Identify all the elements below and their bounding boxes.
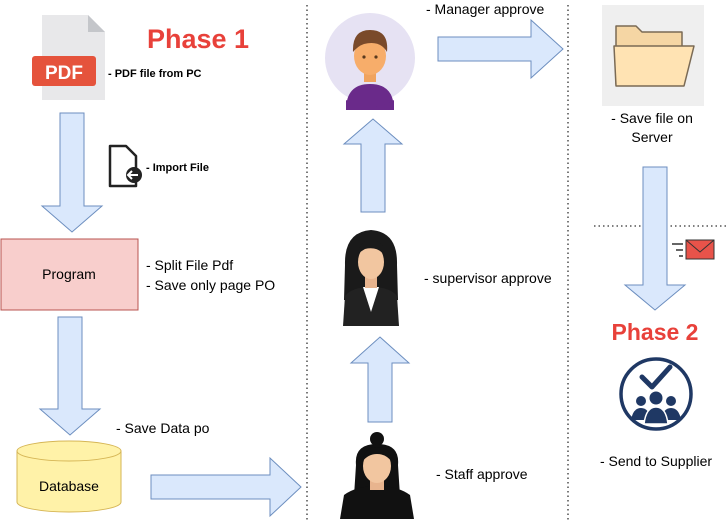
program-note-split: - Split File Pdf [146, 257, 233, 273]
arrow-server-to-send [623, 166, 687, 311]
program-box [0, 238, 139, 311]
supervisor-avatar-icon [343, 230, 399, 326]
arrow-pdf-to-program [40, 112, 104, 233]
program-note-save: - Save only page PO [146, 277, 275, 293]
staff-caption: - Staff approve [436, 466, 528, 482]
team-check-icon [619, 357, 693, 431]
import-file-icon [108, 144, 142, 188]
import-caption: - Import File [146, 162, 209, 174]
pdf-caption: - PDF file from PC [108, 68, 202, 80]
folder-icon [602, 5, 704, 106]
phase2-title: Phase 2 [612, 319, 699, 345]
save-file-caption-line1: - Save file on [611, 110, 693, 126]
manager-avatar-icon [325, 13, 415, 110]
staff-avatar-icon [340, 432, 414, 519]
arrow-supervisor-to-manager [342, 118, 404, 213]
database-cylinder [16, 440, 122, 513]
arrow-staff-to-supervisor [349, 336, 411, 423]
save-data-caption: - Save Data po [116, 420, 210, 436]
email-icon [672, 239, 715, 260]
pdf-file-icon: PDF [32, 15, 105, 100]
send-supplier-caption: - Send to Supplier [600, 453, 712, 469]
pdf-badge-text: PDF [45, 63, 83, 84]
arrow-program-to-database [38, 316, 102, 436]
arrow-manager-to-server [437, 18, 564, 80]
database-label: Database [39, 478, 99, 494]
supervisor-caption: - supervisor approve [424, 270, 552, 286]
manager-caption: - Manager approve [426, 1, 545, 17]
program-label: Program [42, 266, 96, 282]
save-file-caption-line2: Server [631, 129, 673, 145]
phase1-title: Phase 1 [147, 24, 249, 54]
arrow-database-to-staff [150, 456, 302, 518]
